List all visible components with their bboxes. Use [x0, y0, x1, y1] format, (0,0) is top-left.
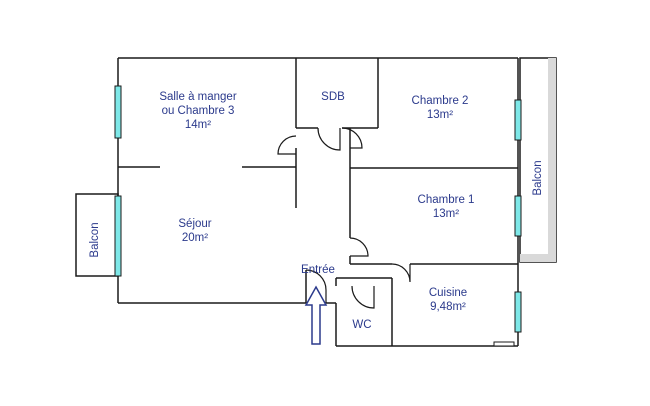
room-salle-alt: ou Chambre 3 — [162, 105, 235, 117]
room-salle-area: 14m² — [185, 119, 211, 131]
room-chambre2: Chambre 2 13m² — [412, 95, 469, 121]
balcony-right-label: Balcon — [532, 160, 544, 195]
balcony-left-label: Balcon — [89, 222, 101, 257]
room-sdb-name: SDB — [321, 91, 345, 103]
window-salle — [114, 85, 122, 139]
room-cuisine: Cuisine 9,48m² — [429, 287, 467, 313]
room-chambre2-name: Chambre 2 — [412, 95, 469, 107]
balcony-left: Balcon — [75, 193, 119, 277]
entrance-arrow-icon — [304, 285, 328, 345]
door-swings — [277, 127, 411, 309]
room-salle-name: Salle à manger — [159, 91, 237, 103]
room-sejour-name: Séjour — [178, 218, 211, 230]
window-chambre1 — [514, 195, 522, 237]
window-chambre2 — [514, 99, 522, 141]
room-sejour-area: 20m² — [182, 232, 208, 244]
room-cuisine-name: Cuisine — [429, 287, 467, 299]
kitchen-fixture — [493, 341, 515, 347]
room-chambre2-area: 13m² — [427, 109, 453, 121]
room-chambre1-area: 13m² — [433, 208, 459, 220]
balcony-right: Balcon — [519, 57, 557, 263]
room-entree-name: Entrée — [301, 264, 335, 276]
room-chambre1: Chambre 1 13m² — [418, 194, 475, 220]
window-sejour — [114, 195, 122, 277]
room-wc-name: WC — [352, 319, 371, 331]
windows — [114, 85, 522, 333]
room-chambre1-name: Chambre 1 — [418, 194, 475, 206]
room-cuisine-area: 9,48m² — [430, 301, 466, 313]
room-sdb: SDB — [321, 91, 345, 103]
room-wc: WC — [352, 319, 371, 331]
room-salle: Salle à manger ou Chambre 3 14m² — [159, 91, 237, 131]
room-entree: Entrée — [301, 264, 335, 276]
window-cuisine — [514, 291, 522, 333]
room-sejour: Séjour 20m² — [178, 218, 211, 244]
